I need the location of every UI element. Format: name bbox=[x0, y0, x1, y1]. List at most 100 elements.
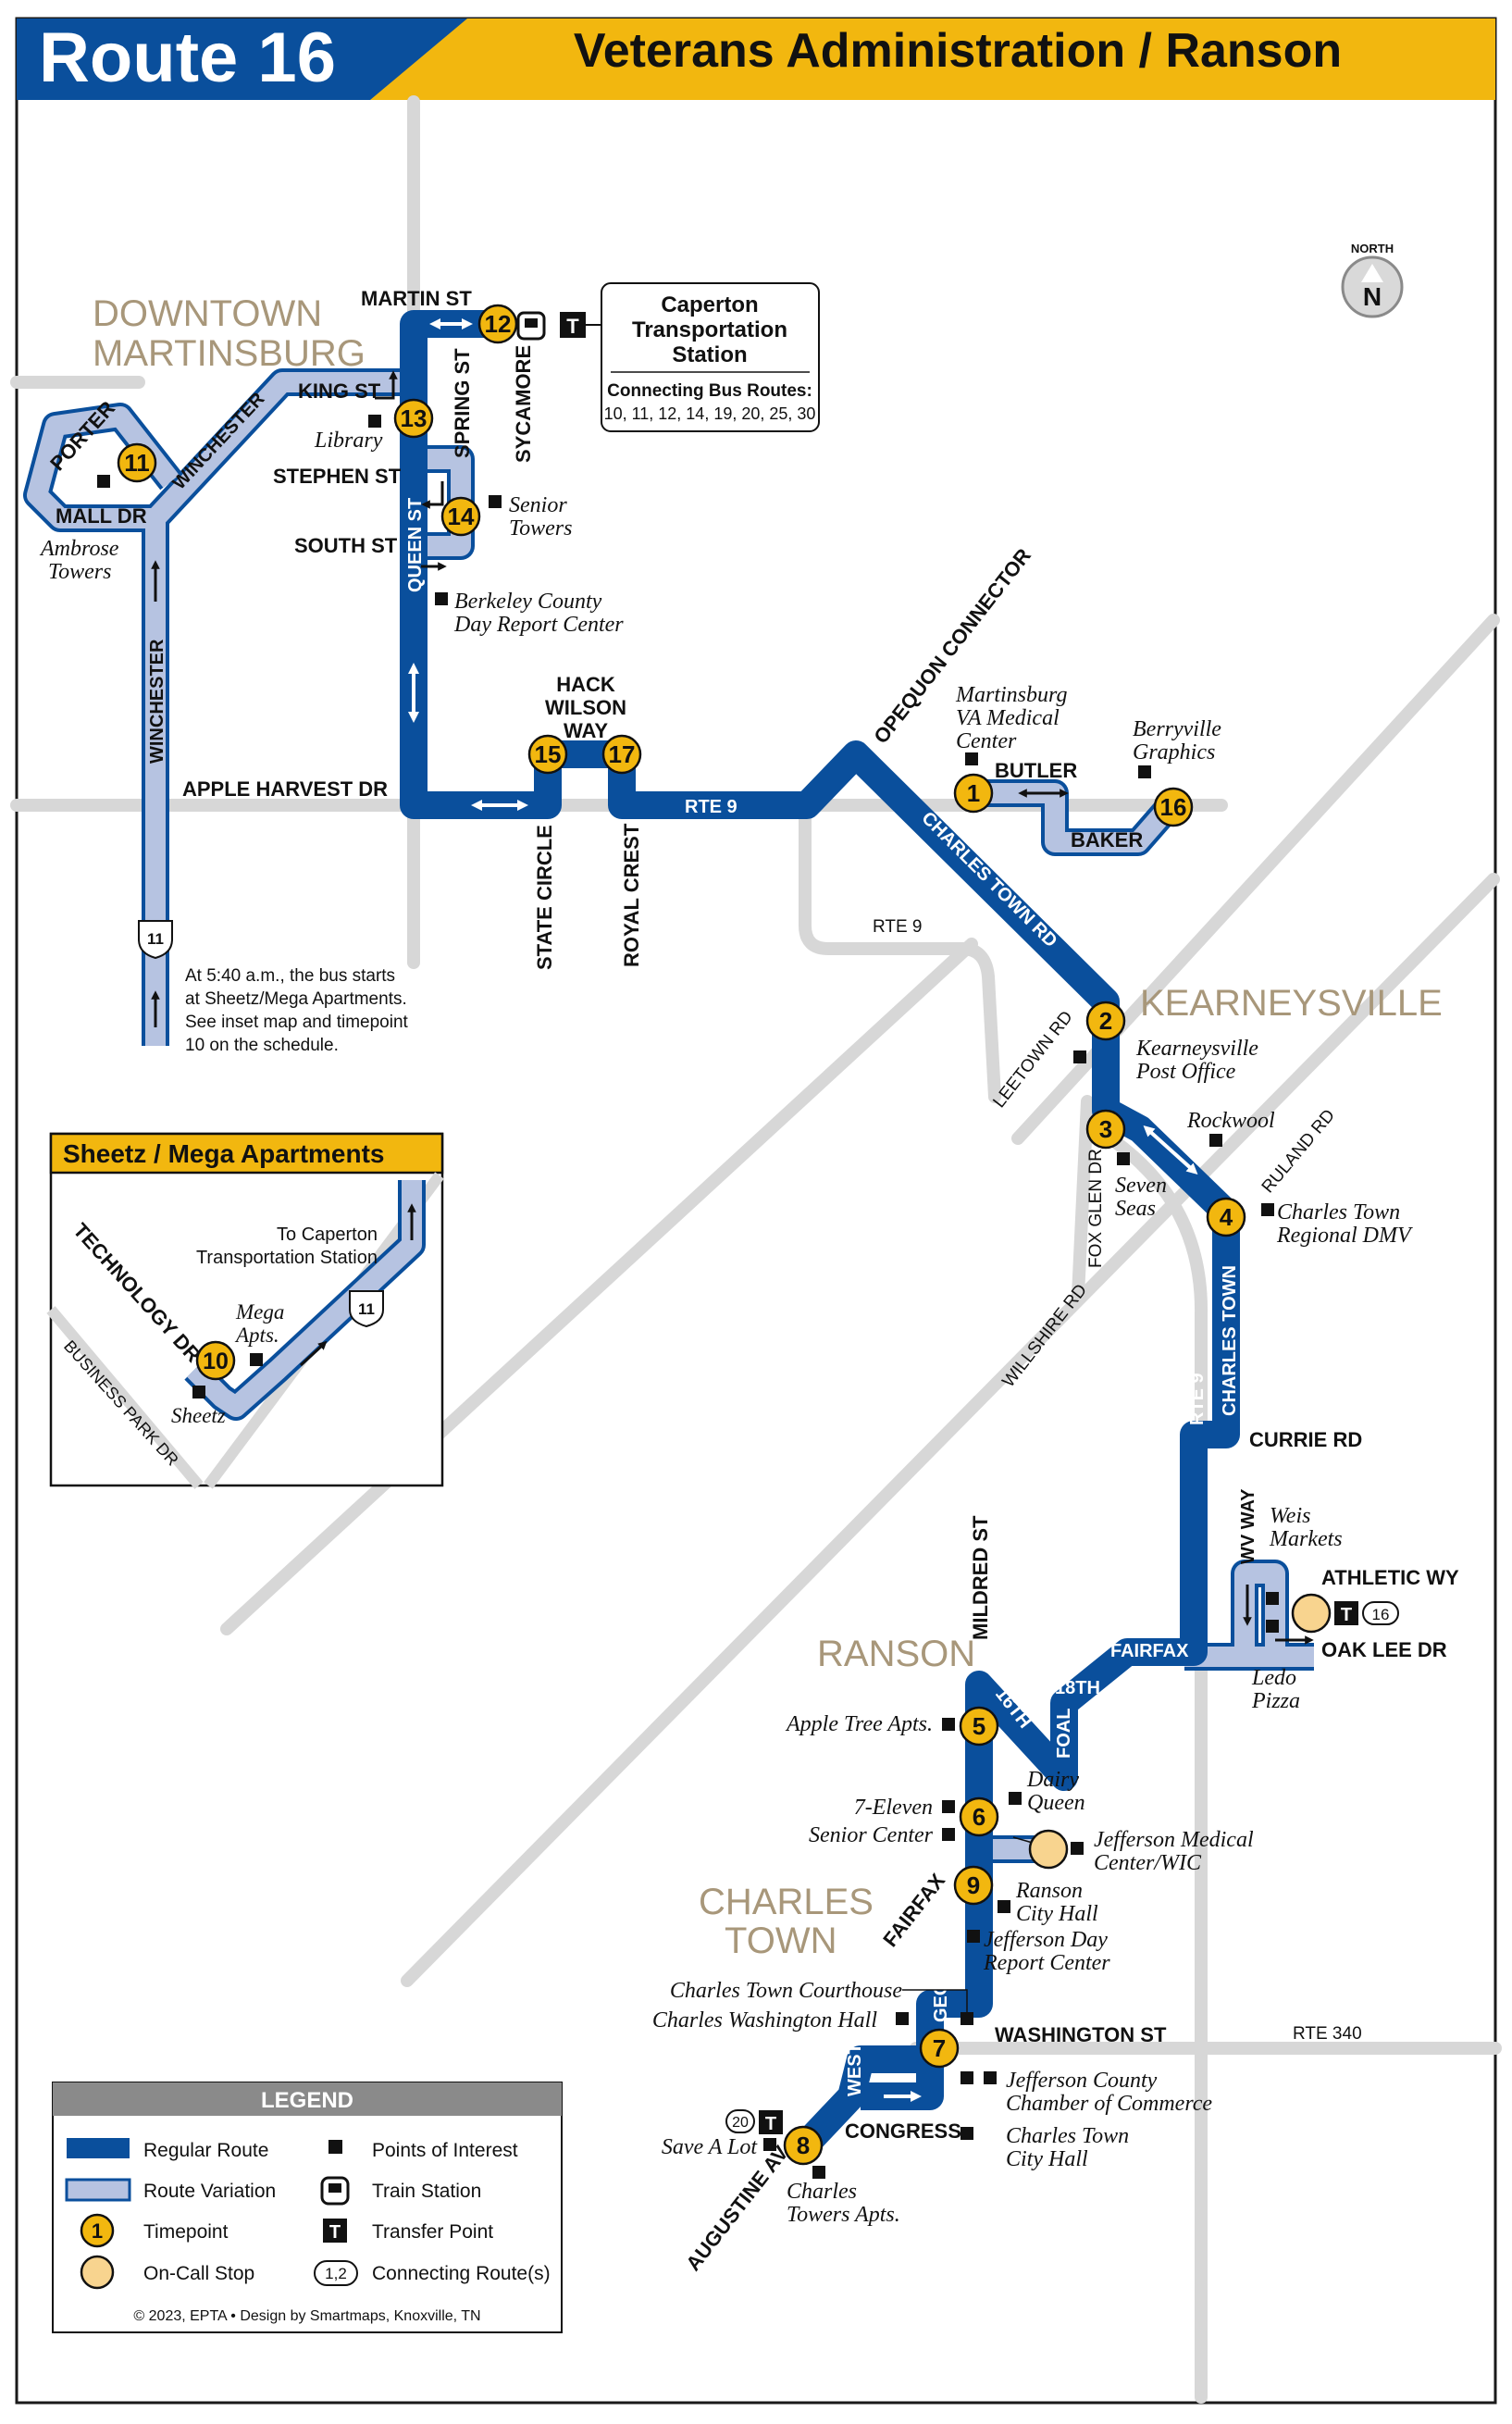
legend-regular-swatch bbox=[67, 2138, 130, 2158]
poi-icon bbox=[942, 1718, 955, 1731]
poi-markers bbox=[97, 415, 1279, 2179]
poi-ct-hall-2: City Hall bbox=[1006, 2147, 1088, 2171]
transfer-letter-athletic: T bbox=[1341, 1605, 1352, 1625]
poi-weis-2: Markets bbox=[1269, 1527, 1343, 1551]
start-note-3: See inset map and timepoint bbox=[185, 1013, 409, 1032]
compass-arrow bbox=[1361, 264, 1383, 282]
svg-text:4: 4 bbox=[1220, 1203, 1233, 1231]
street-oak-lee: OAK LEE DR bbox=[1321, 1638, 1447, 1661]
inset-title: Sheetz / Mega Apartments bbox=[63, 1139, 384, 1168]
poi-icon bbox=[1266, 1620, 1279, 1633]
caperton-title-2: Transportation bbox=[632, 317, 787, 342]
on-call-stops bbox=[1028, 1593, 1332, 1870]
svg-text:5: 5 bbox=[973, 1712, 985, 1740]
svg-text:1: 1 bbox=[967, 779, 980, 807]
caperton-station: T Caperton Transportation Station Connec… bbox=[516, 282, 820, 432]
poi-berryville-2: Graphics bbox=[1133, 740, 1215, 764]
poi-va-3: Center bbox=[956, 729, 1017, 753]
street-rte9-b: RTE 9 bbox=[873, 917, 923, 937]
timepoint-17: 17 bbox=[601, 734, 642, 775]
poi-library: Library bbox=[314, 429, 383, 453]
poi-apple-tree: Apple Tree Apts. bbox=[785, 1712, 933, 1736]
variation-arrows bbox=[151, 370, 1314, 1645]
svg-text:16: 16 bbox=[1160, 793, 1187, 821]
street-george: GEORGE bbox=[931, 1941, 951, 2022]
legend-timepoint-sample: 1 bbox=[92, 2219, 103, 2243]
timepoint-1: 1 bbox=[953, 773, 994, 814]
legend-timepoint: Timepoint bbox=[143, 2221, 229, 2243]
street-fox-glen: FOX GLEN DR bbox=[1086, 1149, 1106, 1268]
arrow-king bbox=[375, 370, 398, 400]
poi-icon bbox=[1138, 765, 1151, 778]
road-leetown bbox=[220, 938, 978, 1635]
poi-va-2: VA Medical bbox=[956, 706, 1060, 730]
poi-icon bbox=[435, 592, 448, 605]
header: Route 16 Veterans Administration / Ranso… bbox=[17, 19, 1495, 100]
poi-ct-hall-1: Charles Town bbox=[1006, 2124, 1129, 2148]
caperton-routes: 10, 11, 12, 14, 19, 20, 25, 30 bbox=[604, 404, 816, 423]
poi-icon bbox=[1117, 1152, 1130, 1165]
caperton-box bbox=[601, 282, 820, 432]
transfer-icon bbox=[560, 312, 586, 338]
poi-icon bbox=[812, 2166, 825, 2179]
poi-icon bbox=[489, 495, 502, 508]
train-window bbox=[525, 318, 538, 328]
route-badge bbox=[17, 19, 467, 100]
place-kearneysville: KEARNEYSVILLE bbox=[1140, 983, 1443, 1024]
legend-train: Train Station bbox=[372, 2181, 481, 2202]
street-washington: WASHINGTON ST bbox=[995, 2023, 1167, 2046]
poi-berkeley-2: Day Report Center bbox=[453, 613, 624, 637]
shield-number: 11 bbox=[147, 930, 164, 948]
transfer-save-a-lot: 20 T bbox=[725, 2109, 783, 2134]
inset-road-business-park bbox=[46, 1306, 204, 1489]
street-rte9-a: RTE 9 bbox=[685, 797, 737, 817]
connecting-route-badge bbox=[725, 2109, 755, 2133]
compass-letter: N bbox=[1363, 282, 1382, 311]
svg-text:7: 7 bbox=[933, 2034, 946, 2062]
poi-labels: Library Senior Towers Berkeley County Da… bbox=[39, 429, 1413, 2227]
start-note-1: At 5:40 a.m., the bus starts bbox=[185, 966, 395, 986]
poi-jmc-1: Jefferson Medical bbox=[1094, 1828, 1254, 1852]
leader-courthouse bbox=[902, 1989, 968, 2012]
poi-courthouse: Charles Town Courthouse bbox=[670, 1979, 903, 2003]
inset-title-bar bbox=[49, 1132, 444, 1175]
poi-icon bbox=[192, 1386, 205, 1398]
svg-text:9: 9 bbox=[967, 1871, 980, 1899]
street-18th: 18TH bbox=[1055, 1678, 1100, 1698]
street-hack: HACK bbox=[556, 673, 615, 696]
on-call-athletic bbox=[1291, 1593, 1332, 1634]
legend-timepoint-icon bbox=[80, 2213, 115, 2248]
poi-senior-center: Senior Center bbox=[809, 1823, 934, 1847]
poi-icon bbox=[1209, 1134, 1222, 1147]
poi-jday-2: Report Center bbox=[983, 1951, 1110, 1975]
road-charles-town-south bbox=[1104, 1132, 1208, 2404]
svg-text:11: 11 bbox=[124, 449, 150, 477]
poi-icon bbox=[1071, 1842, 1084, 1855]
route-arrows bbox=[408, 318, 1198, 2102]
svg-text:15: 15 bbox=[535, 740, 562, 768]
start-note: At 5:40 a.m., the bus starts at Sheetz/M… bbox=[185, 966, 409, 1055]
poi-seven-1: Seven bbox=[1115, 1174, 1167, 1198]
legend-title-bar bbox=[53, 2082, 562, 2116]
poi-icon bbox=[984, 2071, 997, 2084]
street-rte340: RTE 340 bbox=[1293, 2024, 1362, 2044]
timepoint-3: 3 bbox=[1085, 1109, 1126, 1150]
timepoint-13: 13 bbox=[393, 398, 434, 439]
street-fairfax-e: FAIRFAX bbox=[1110, 1641, 1189, 1661]
street-mall-dr: MALL DR bbox=[56, 504, 147, 528]
svg-text:6: 6 bbox=[973, 1803, 985, 1831]
place-downtown: DOWNTOWN bbox=[93, 293, 322, 334]
poi-kpo-1: Kearneysville bbox=[1135, 1037, 1258, 1061]
svg-text:8: 8 bbox=[797, 2132, 810, 2159]
legend-train-window bbox=[328, 2183, 341, 2193]
legend-poi: Points of Interest bbox=[372, 2140, 518, 2161]
inset-map: Sheetz / Mega Apartments 11 TECHNOLOGY D… bbox=[46, 1132, 444, 1489]
street-spring: SPRING ST bbox=[451, 348, 474, 458]
street-baker: BAKER bbox=[1071, 828, 1143, 852]
place-names: DOWNTOWN MARTINSBURG KEARNEYSVILLE RANSO… bbox=[93, 293, 1443, 1961]
poi-icon bbox=[960, 2071, 973, 2084]
timepoint-16: 16 bbox=[1153, 787, 1194, 827]
poi-senior-1: Senior bbox=[509, 493, 567, 517]
